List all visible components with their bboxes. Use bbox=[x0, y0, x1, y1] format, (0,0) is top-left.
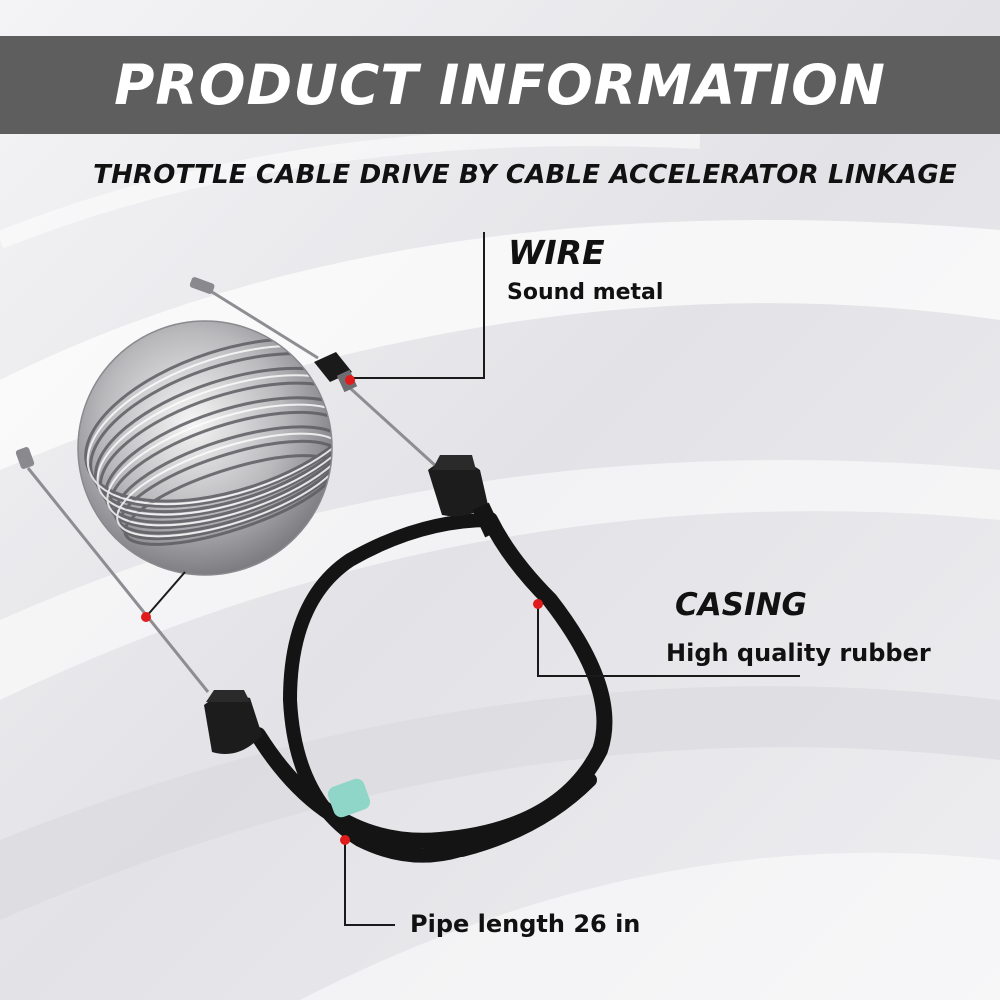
left-inner-wire bbox=[15, 447, 210, 693]
callout-markers bbox=[141, 375, 543, 845]
casing-marker bbox=[533, 599, 543, 609]
pipe-marker bbox=[340, 835, 350, 845]
top-ferrule bbox=[428, 455, 502, 538]
pipe-callout-description: Pipe length 26 in bbox=[410, 910, 641, 938]
wire-callout-title: WIRE bbox=[508, 233, 605, 272]
wire-callout-description: Sound metal bbox=[507, 280, 664, 305]
cable-casing bbox=[250, 512, 613, 863]
left-wire-marker bbox=[141, 612, 151, 622]
callout-lines bbox=[144, 232, 800, 926]
cable-sleeve bbox=[327, 778, 371, 818]
page-subtitle: THROTTLE CABLE DRIVE BY CABLE ACCELERATO… bbox=[93, 160, 957, 190]
wire-marker bbox=[345, 375, 355, 385]
upper-inner-wire bbox=[189, 277, 440, 470]
casing-callout-title: CASING bbox=[675, 587, 807, 623]
bottom-ferrule bbox=[204, 690, 262, 754]
header-banner: PRODUCT INFORMATION bbox=[0, 36, 1000, 134]
page-title: PRODUCT INFORMATION bbox=[114, 53, 886, 117]
casing-callout-description: High quality rubber bbox=[666, 639, 931, 667]
wire-coil-closeup bbox=[77, 320, 333, 576]
